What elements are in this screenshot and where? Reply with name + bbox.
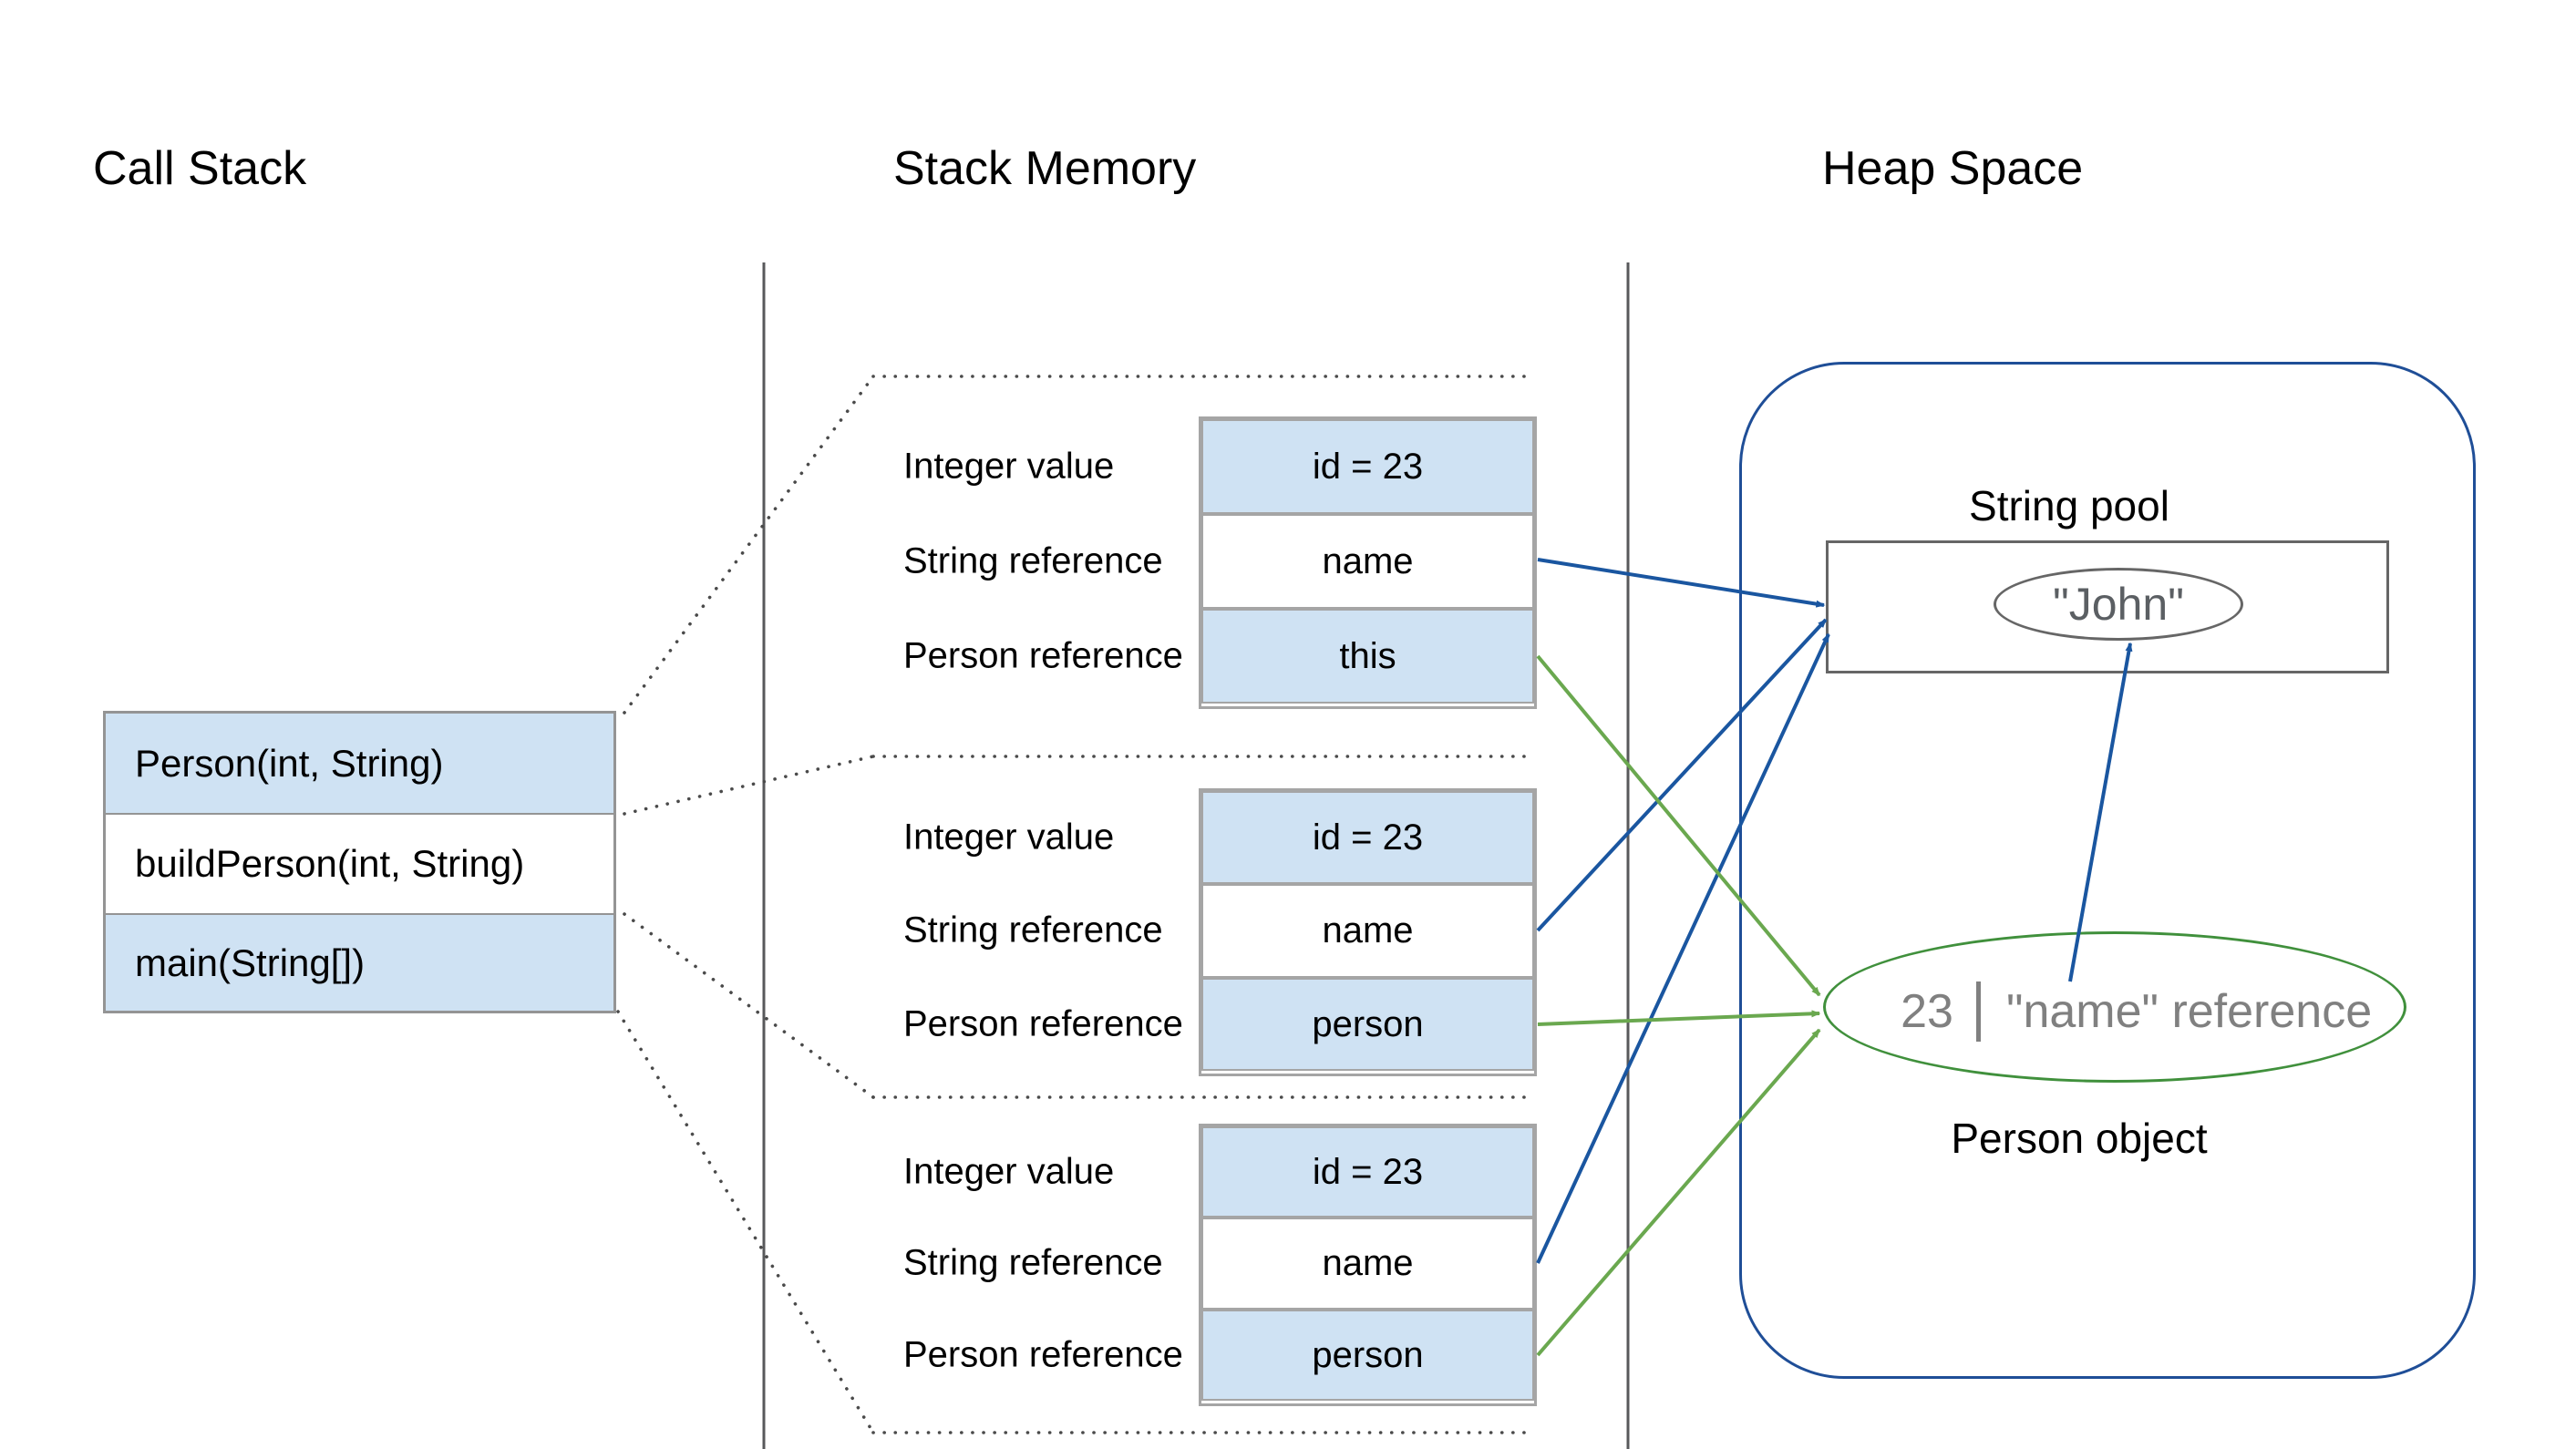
frame2-name-cell: name — [1201, 884, 1534, 978]
frame3-string-label: String reference — [903, 1242, 1163, 1283]
frame1-name-cell: name — [1201, 514, 1534, 609]
main-frame-dotted-diagonal — [616, 1010, 875, 1434]
frame3-name-cell: name — [1201, 1218, 1534, 1310]
call-stack-frame-person: Person(int, String) — [106, 714, 613, 815]
frame2-person-label: Person reference — [903, 1003, 1183, 1044]
person-frame-bottom-dotted-diagonal — [623, 755, 875, 816]
frame3-integer-label: Integer value — [903, 1151, 1115, 1192]
person-frame-top-dotted-diagonal — [623, 375, 875, 714]
frame3-id-cell: id = 23 — [1201, 1126, 1534, 1218]
frame2-person-cell: person — [1201, 978, 1534, 1071]
person-name-reference: "name" reference — [2006, 985, 2373, 1038]
frame3-person-cell: person — [1201, 1310, 1534, 1401]
call-stack-frame-buildperson: buildPerson(int, String) — [106, 815, 613, 915]
call-stack-frame-main: main(String[]) — [106, 915, 613, 1011]
heap-space-title: Heap Space — [1822, 142, 2084, 195]
stack-memory-title: Stack Memory — [893, 142, 1197, 195]
buildperson-frame-dotted-diagonal — [623, 912, 875, 1099]
string-pool-title: String pool — [1969, 482, 2169, 529]
john-string-ellipse: "John" — [1994, 568, 2243, 641]
frame1-id-cell: id = 23 — [1201, 419, 1534, 514]
frame2-string-label: String reference — [903, 909, 1163, 951]
call-stack-box: Person(int, String) buildPerson(int, Str… — [103, 711, 616, 1013]
frame1-string-label: String reference — [903, 540, 1163, 581]
frame2-integer-label: Integer value — [903, 817, 1115, 858]
frame3-person-label: Person reference — [903, 1334, 1183, 1375]
person-id-value: 23 — [1901, 985, 1953, 1038]
call-stack-title: Call Stack — [93, 142, 307, 195]
separator-bar — [1976, 981, 1981, 1042]
person-object-title: Person object — [1951, 1115, 2208, 1162]
frame1-person-label: Person reference — [903, 635, 1183, 676]
frame1-this-cell: this — [1201, 609, 1534, 704]
frame2-id-cell: id = 23 — [1201, 791, 1534, 884]
person-object-content: 23 "name" reference — [1878, 981, 2372, 1042]
frame1-integer-label: Integer value — [903, 446, 1115, 487]
